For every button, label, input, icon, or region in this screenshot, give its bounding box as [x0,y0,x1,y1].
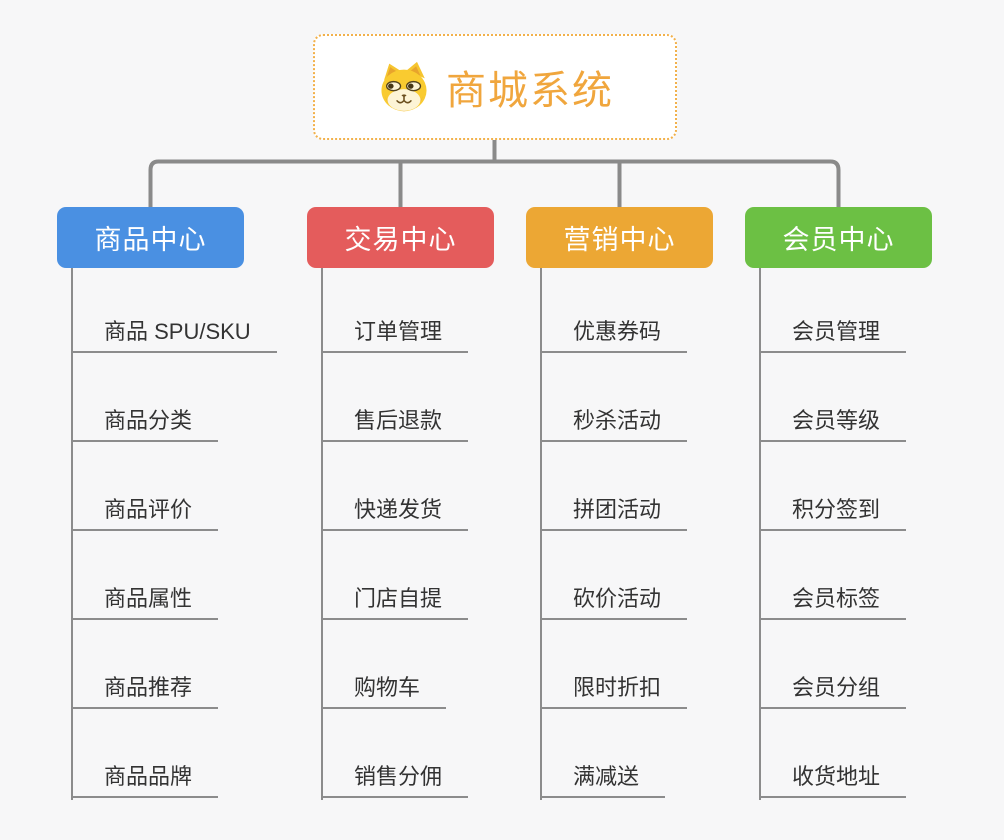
subtopic-node[interactable]: 积分签到 [759,485,907,531]
branch-product-center[interactable]: 商品中心 [57,207,244,268]
subtopic-node[interactable]: 销售分佣 [321,752,469,798]
root-title: 商城系统 [446,69,614,113]
subtopic-node[interactable]: 拼团活动 [540,485,688,531]
root-node[interactable]: 商城系统 [313,34,677,140]
column-line-marketing [540,268,542,800]
subtopic-node[interactable]: 会员标签 [759,574,907,620]
branch-marketing-center[interactable]: 营销中心 [526,207,713,268]
subtopic-node[interactable]: 订单管理 [321,307,469,353]
subtopic-node[interactable]: 会员管理 [759,307,907,353]
subtopic-node[interactable]: 限时折扣 [540,663,688,709]
column-line-member [759,268,761,800]
subtopic-node[interactable]: 快递发货 [321,485,469,531]
subtopic-node[interactable]: 满减送 [540,752,666,798]
subtopic-node[interactable]: 优惠券码 [540,307,688,353]
subtopic-node[interactable]: 商品品牌 [71,752,219,798]
subtopic-node[interactable]: 商品 SPU/SKU [71,307,277,353]
branch-member-center[interactable]: 会员中心 [745,207,932,268]
subtopic-node[interactable]: 砍价活动 [540,574,688,620]
subtopic-node[interactable]: 购物车 [321,663,447,709]
subtopic-node[interactable]: 秒杀活动 [540,396,688,442]
branch-trade-center[interactable]: 交易中心 [307,207,494,268]
subtopic-node[interactable]: 门店自提 [321,574,469,620]
subtopic-node[interactable]: 商品评价 [71,485,219,531]
subtopic-node[interactable]: 会员分组 [759,663,907,709]
subtopic-node[interactable]: 会员等级 [759,396,907,442]
column-line-trade [321,268,323,800]
subtopic-node[interactable]: 商品推荐 [71,663,219,709]
column-line-product [71,268,73,800]
subtopic-node[interactable]: 商品属性 [71,574,219,620]
subtopic-node[interactable]: 商品分类 [71,396,219,442]
doge-icon [381,61,427,112]
subtopic-node[interactable]: 售后退款 [321,396,469,442]
subtopic-node[interactable]: 收货地址 [759,752,907,798]
